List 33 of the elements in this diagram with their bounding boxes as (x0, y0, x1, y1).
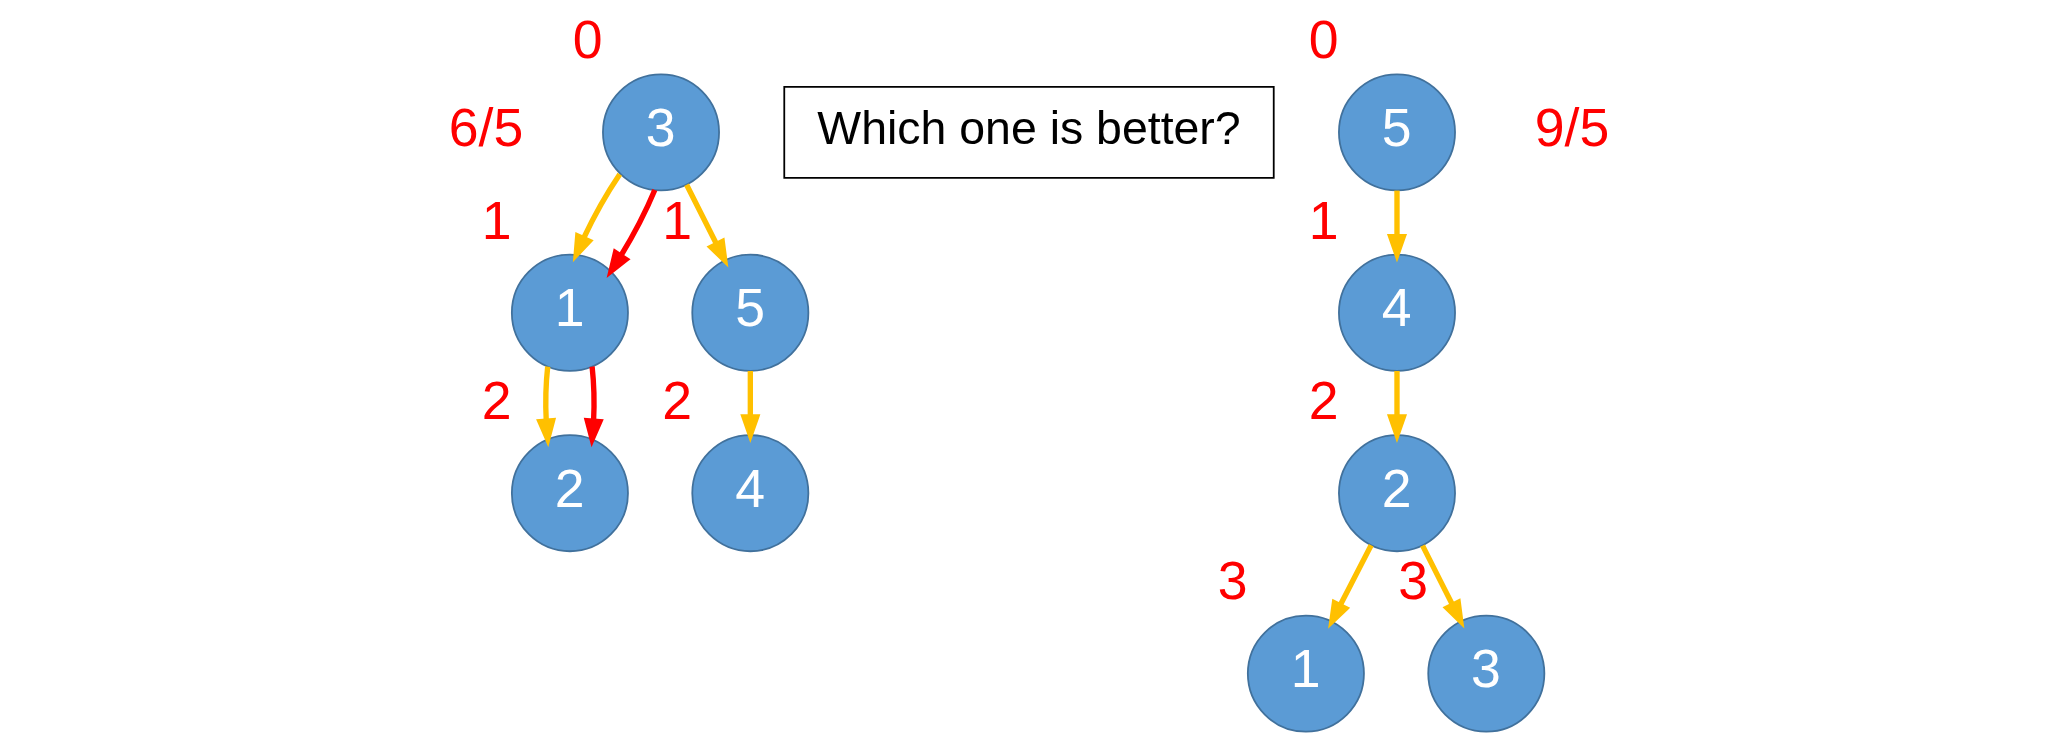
arrow (1419, 544, 1464, 629)
arrow (572, 172, 622, 263)
node-label: 2 (1308, 370, 1339, 431)
node-circle: 5 (690, 253, 809, 372)
arrow (1386, 190, 1407, 263)
node-circle: 4 (1337, 253, 1456, 372)
node-circle: 4 (690, 434, 809, 553)
node-label: 0 (572, 9, 603, 70)
label: 6/5 (448, 96, 523, 157)
arrow (583, 366, 604, 448)
node-label: 3 (1397, 550, 1428, 611)
node-label: 1 (1308, 189, 1339, 250)
arrow (535, 366, 556, 448)
node-label: 0 (1308, 9, 1339, 70)
node-label: 1 (481, 189, 512, 250)
node-circle: 2 (510, 434, 629, 553)
label: 9/5 (1534, 96, 1609, 157)
node-box: Which one is better? (782, 85, 1275, 179)
arrow (606, 189, 657, 278)
node-circle: 2 (1337, 434, 1456, 553)
node-label: 3 (1217, 550, 1248, 611)
node-label: 1 (661, 189, 692, 250)
node-circle: 3 (601, 73, 720, 192)
arrow (739, 371, 760, 443)
arrow (683, 183, 728, 268)
arrow (1327, 543, 1373, 629)
node-circle: 5 (1337, 73, 1456, 192)
node-circle: 3 (1426, 614, 1545, 733)
node-circle: 1 (1246, 614, 1365, 733)
node-label: 2 (661, 370, 692, 431)
node-label: 2 (481, 370, 512, 431)
node-circle: 1 (510, 253, 629, 372)
arrow (1386, 371, 1407, 443)
